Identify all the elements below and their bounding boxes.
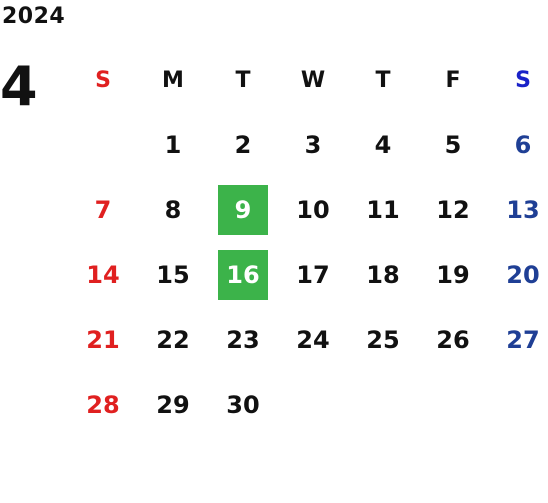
day-cell[interactable]: 18: [348, 242, 418, 307]
day-number: 28: [86, 390, 120, 419]
day-cell[interactable]: 13: [488, 177, 548, 242]
day-number: 5: [444, 130, 462, 159]
day-number: [358, 380, 408, 430]
day-cell[interactable]: 11: [348, 177, 418, 242]
day-number: 15: [156, 260, 190, 289]
day-number: 13: [506, 195, 540, 224]
day-cell[interactable]: 14: [68, 242, 138, 307]
day-cell[interactable]: 29: [138, 372, 208, 437]
day-cell[interactable]: 26: [418, 307, 488, 372]
day-number: [78, 120, 128, 170]
day-number: 20: [506, 260, 540, 289]
day-cell[interactable]: 3: [278, 112, 348, 177]
weekday-header: S: [515, 67, 531, 93]
day-number: 11: [366, 195, 400, 224]
empty-cell: [488, 372, 548, 437]
day-number: 16: [218, 249, 268, 300]
empty-cell: [348, 372, 418, 437]
day-cell[interactable]: 5: [418, 112, 488, 177]
day-number: 29: [156, 390, 190, 419]
day-cell[interactable]: 2: [208, 112, 278, 177]
day-number: [428, 380, 478, 430]
day-number: 14: [86, 260, 120, 289]
weekday-header: M: [162, 67, 184, 93]
day-cell[interactable]: 1: [138, 112, 208, 177]
day-number: 23: [226, 325, 260, 354]
day-number: 24: [296, 325, 330, 354]
empty-cell: [68, 112, 138, 177]
day-number: 30: [226, 390, 260, 419]
day-number: 12: [436, 195, 470, 224]
day-cell[interactable]: 8: [138, 177, 208, 242]
day-cell[interactable]: 6: [488, 112, 548, 177]
day-number: 22: [156, 325, 190, 354]
day-number: 18: [366, 260, 400, 289]
day-number: 25: [366, 325, 400, 354]
day-cell[interactable]: 7: [68, 177, 138, 242]
day-cell[interactable]: 15: [138, 242, 208, 307]
day-cell[interactable]: 30: [208, 372, 278, 437]
day-number: 21: [86, 325, 120, 354]
day-cell[interactable]: 19: [418, 242, 488, 307]
day-number: 27: [506, 325, 540, 354]
day-cell[interactable]: 23: [208, 307, 278, 372]
weekday-header: T: [235, 67, 251, 93]
day-number: 1: [164, 130, 182, 159]
day-number: [288, 380, 338, 430]
year-label: 2024: [2, 4, 66, 29]
month-number: 4: [0, 55, 38, 118]
day-cell[interactable]: 22: [138, 307, 208, 372]
day-number: 2: [234, 130, 252, 159]
day-cell[interactable]: 9: [208, 177, 278, 242]
day-number: 3: [304, 130, 322, 159]
day-cell[interactable]: 10: [278, 177, 348, 242]
day-number: 6: [514, 130, 532, 159]
day-number: 17: [296, 260, 330, 289]
day-number: 4: [374, 130, 392, 159]
day-number: [498, 380, 548, 430]
empty-cell: [418, 372, 488, 437]
weekday-header: F: [445, 67, 461, 93]
day-number: 10: [296, 195, 330, 224]
day-cell[interactable]: 24: [278, 307, 348, 372]
day-cell[interactable]: 12: [418, 177, 488, 242]
weekday-header: T: [375, 67, 391, 93]
day-number: 7: [94, 195, 112, 224]
day-cell[interactable]: 27: [488, 307, 548, 372]
empty-cell: [278, 372, 348, 437]
day-number: 9: [218, 184, 268, 235]
weekday-header: W: [300, 67, 326, 93]
day-cell[interactable]: 21: [68, 307, 138, 372]
day-cell[interactable]: 17: [278, 242, 348, 307]
day-number: 19: [436, 260, 470, 289]
day-cell[interactable]: 16: [208, 242, 278, 307]
weekday-header: S: [95, 67, 111, 93]
day-number: 8: [164, 195, 182, 224]
day-cell[interactable]: 20: [488, 242, 548, 307]
day-cell[interactable]: 25: [348, 307, 418, 372]
day-cell[interactable]: 28: [68, 372, 138, 437]
day-number: 26: [436, 325, 470, 354]
day-cell[interactable]: 4: [348, 112, 418, 177]
